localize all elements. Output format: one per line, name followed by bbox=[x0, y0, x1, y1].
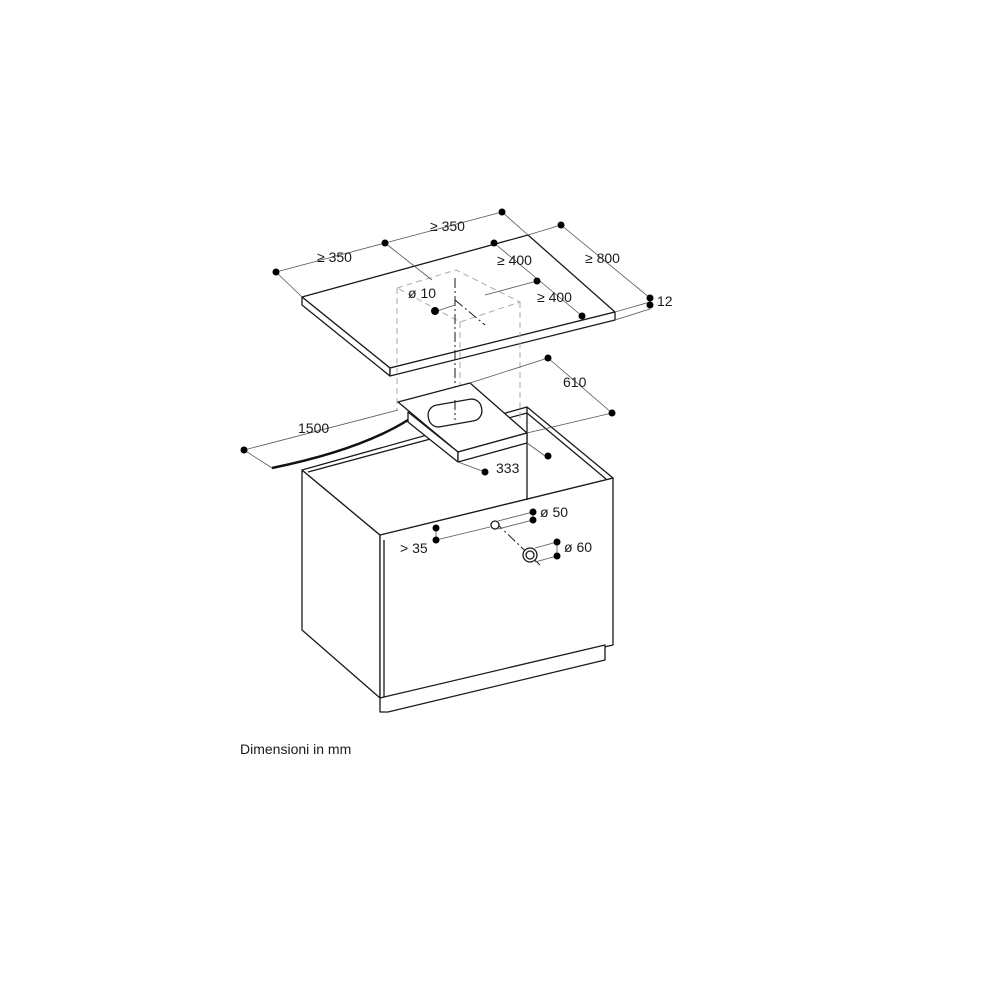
dimension-lines bbox=[243, 211, 651, 563]
label-appliance-width: 333 bbox=[496, 460, 520, 476]
drain bbox=[490, 520, 538, 563]
power-cable bbox=[271, 418, 409, 470]
appliance bbox=[397, 382, 528, 463]
label-hole-front: ≥ 400 bbox=[497, 252, 532, 268]
dimension-labels: ≥ 350 ≥ 350 ≥ 400 ≥ 400 ≥ 800 12 ø 10 61… bbox=[298, 218, 673, 556]
label-appliance-depth: 610 bbox=[563, 374, 587, 390]
dimension-dots bbox=[240, 208, 654, 560]
label-water-diameter: ø 60 bbox=[564, 539, 592, 555]
cabinet bbox=[301, 406, 614, 713]
label-worktop-depth: ≥ 800 bbox=[585, 250, 620, 266]
label-rear-margin: ≥ 350 bbox=[430, 218, 465, 234]
label-hole-side: ≥ 400 bbox=[537, 289, 572, 305]
label-thickness: 12 bbox=[657, 293, 673, 309]
caption: Dimensioni in mm bbox=[240, 741, 352, 757]
label-drain-diameter: ø 50 bbox=[540, 504, 568, 520]
label-drain-height: > 35 bbox=[400, 540, 428, 556]
label-cable-length: 1500 bbox=[298, 420, 329, 436]
label-left-margin: ≥ 350 bbox=[317, 249, 352, 265]
label-hole-diameter: ø 10 bbox=[408, 285, 436, 301]
